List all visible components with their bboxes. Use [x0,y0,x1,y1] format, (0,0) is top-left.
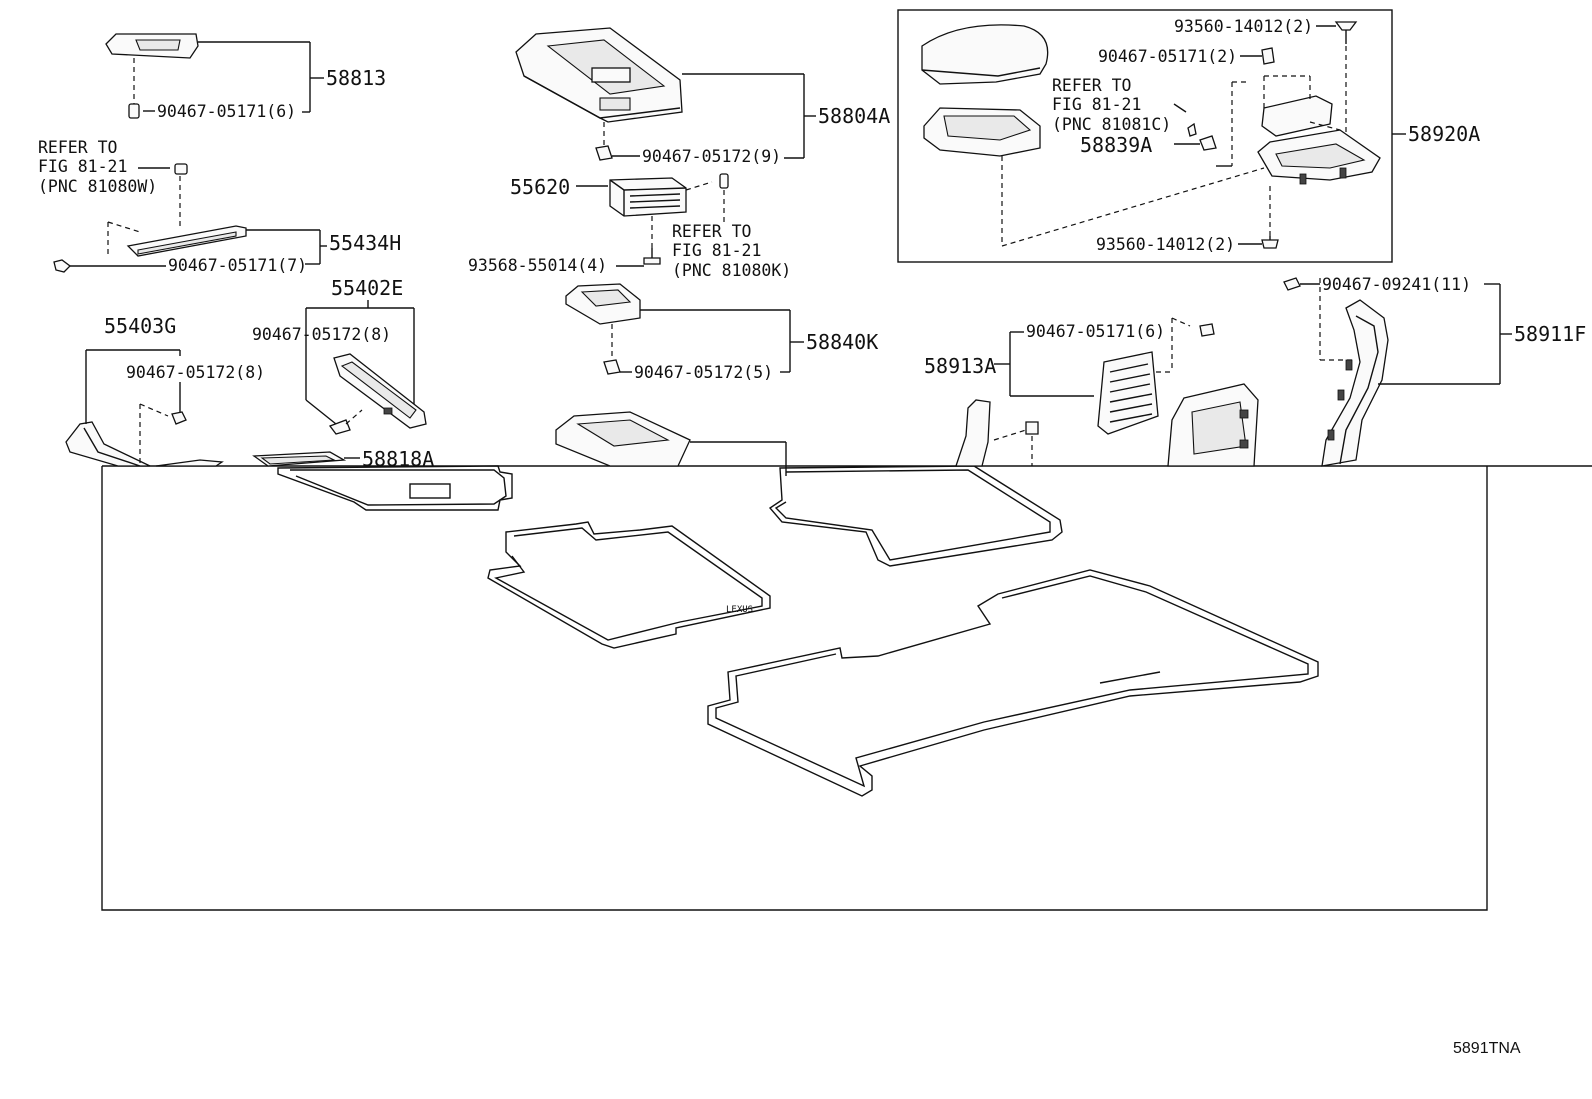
part-58913A [955,317,1259,467]
part-58920A-group [897,9,1406,263]
label-55434H: 55434H [329,231,401,255]
floor-mat-third-row [707,569,1319,797]
label-93560-14012-2-b: 93560-14012(2) [1096,235,1235,254]
svg-text:LEXUS: LEXUS [726,605,753,615]
part-58813 [105,33,324,119]
label-refer-to-1: REFER TO [38,138,117,157]
part-58840K [565,283,804,375]
label-58920A: 58920A [1408,122,1480,146]
label-pnc-81080k: (PNC 81080K) [672,261,791,280]
part-58818A [252,451,360,467]
label-90467-05171-2: 90467-05171(2) [1098,47,1237,66]
label-93560-14012-2-a: 93560-14012(2) [1174,17,1313,36]
label-90467-09241-11: 90467-09241(11) [1322,275,1471,294]
label-refer-to-3: REFER TO [1052,76,1131,95]
floor-mat-second-row: LEXUS [487,521,771,649]
label-58911F: 58911F [1514,322,1586,346]
part-55402E [305,300,427,435]
label-58818A: 58818A [362,447,434,471]
label-58813: 58813 [326,66,386,90]
part-55434H [53,163,327,273]
label-90467-05172-8-b: 90467-05172(8) [126,363,265,382]
label-55402E: 55402E [331,276,403,300]
label-90467-05172-9: 90467-05172(9) [642,147,781,166]
part-58804A [515,27,816,161]
part-lower-console [555,411,787,476]
label-58913A: 58913A [924,354,996,378]
floor-mat-frame [101,465,1592,911]
label-fig-81-21-3: FIG 81-21 [1052,95,1141,114]
label-90467-05172-5: 90467-05172(5) [634,363,773,382]
label-58804A: 58804A [818,104,890,128]
label-pnc-81081c: (PNC 81081C) [1052,115,1171,134]
label-55403G: 55403G [104,314,176,338]
label-90467-05171-6-b: 90467-05171(6) [1026,322,1165,341]
label-58840K: 58840K [806,330,878,354]
label-58839A: 58839A [1080,133,1152,157]
label-90467-05171-7: 90467-05171(7) [168,256,307,275]
label-fig-81-21-1: FIG 81-21 [38,157,127,176]
label-93568-55014-4: 93568-55014(4) [468,256,607,275]
label-refer-to-2: REFER TO [672,222,751,241]
part-55403G [65,349,224,467]
floor-mat-front-left [277,465,513,511]
figure-code: 5891TNA [1453,1040,1521,1057]
label-pnc-81080w: (PNC 81080W) [38,177,157,196]
floor-mat-front-right [768,465,1063,567]
part-55620 [576,173,729,267]
part-labels: 58813 90467-05171(6) REFER TO FIG 81-21 … [38,17,1586,471]
part-58911F [1283,277,1512,467]
label-55620: 55620 [510,175,570,199]
label-fig-81-21-2: FIG 81-21 [672,241,761,260]
label-90467-05171-6: 90467-05171(6) [157,102,296,121]
label-90467-05172-8-a: 90467-05172(8) [252,325,391,344]
